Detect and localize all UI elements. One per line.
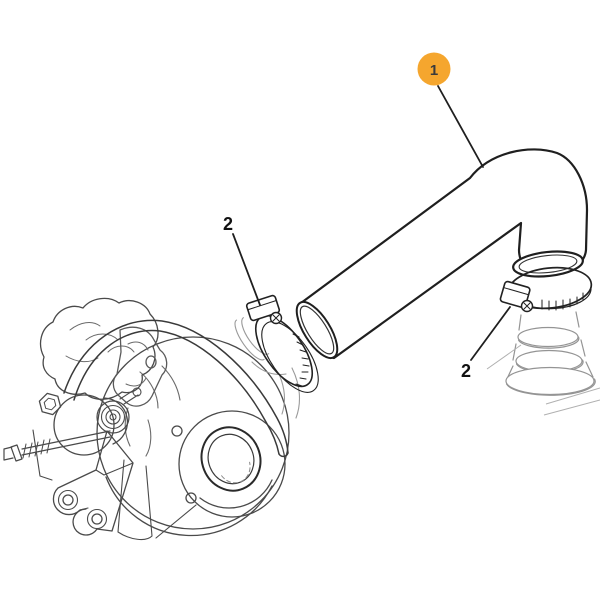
hose-clamp-front[interactable] bbox=[245, 294, 329, 402]
callout-2-rear-label[interactable]: 2 bbox=[461, 361, 471, 381]
callout-1-balloon[interactable]: 1 bbox=[417, 52, 451, 86]
callout-1-circle[interactable] bbox=[417, 52, 451, 86]
faint-context-lines bbox=[486, 344, 600, 416]
callout-2-front-label[interactable]: 2 bbox=[223, 214, 233, 234]
leader-lines bbox=[232, 85, 511, 361]
turbocharger-illustration bbox=[3, 297, 301, 541]
callout-1-label[interactable]: 1 bbox=[430, 62, 438, 79]
intake-boot-illustration bbox=[505, 311, 596, 396]
leader-line-callout-1 bbox=[437, 85, 484, 168]
leader-line-callout-2-front bbox=[232, 233, 261, 306]
hose-clamp-rear[interactable] bbox=[499, 264, 594, 313]
leader-line-callout-2-rear bbox=[470, 306, 511, 361]
intake-hose[interactable] bbox=[289, 148, 589, 364]
